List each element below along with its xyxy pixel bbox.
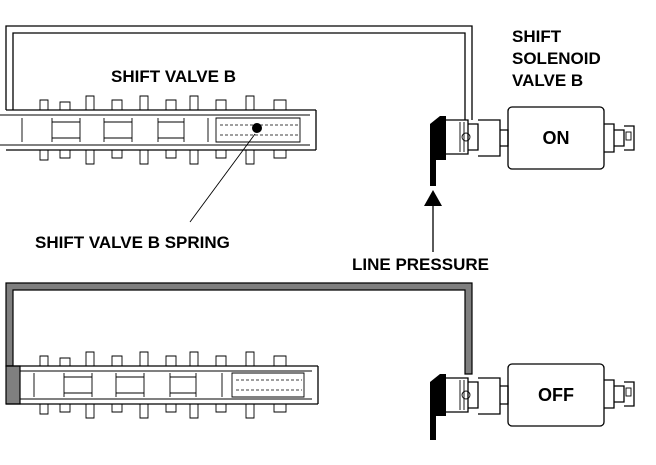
top-spool <box>21 118 209 142</box>
top-spring-chamber <box>215 117 301 143</box>
bottom-pressurized-passage <box>5 282 473 375</box>
top-fluid-passage <box>5 25 473 120</box>
line-pressure-arrow <box>424 160 442 252</box>
top-solenoid-body <box>507 106 605 170</box>
top-assembly <box>0 25 635 252</box>
bottom-solenoid-valve <box>430 363 635 440</box>
top-solenoid-state: ON <box>543 128 570 148</box>
spring-ball <box>252 123 262 133</box>
bottom-solenoid-body <box>507 363 605 427</box>
solenoid-title-line-2: SOLENOID <box>512 49 601 68</box>
solenoid-title-line-3: VALVE B <box>512 71 583 90</box>
bottom-valve-end-pressure <box>5 365 21 405</box>
bottom-spool <box>33 373 223 397</box>
shift-valve-label: SHIFT VALVE B <box>111 67 236 86</box>
bottom-spring-chamber <box>231 372 305 398</box>
bottom-assembly <box>5 282 635 440</box>
bottom-feed-block <box>430 374 446 416</box>
top-feed-block <box>430 116 446 160</box>
bottom-solenoid-state: OFF <box>538 385 574 405</box>
top-solenoid-valve <box>430 106 635 170</box>
bottom-shift-valve-body <box>6 351 319 419</box>
line-pressure-label: LINE PRESSURE <box>352 255 489 274</box>
solenoid-title-line-1: SHIFT <box>512 27 562 46</box>
spring-label: SHIFT VALVE B SPRING <box>35 233 230 252</box>
top-shift-valve-body <box>0 95 317 165</box>
spring-leader-line <box>189 133 256 223</box>
